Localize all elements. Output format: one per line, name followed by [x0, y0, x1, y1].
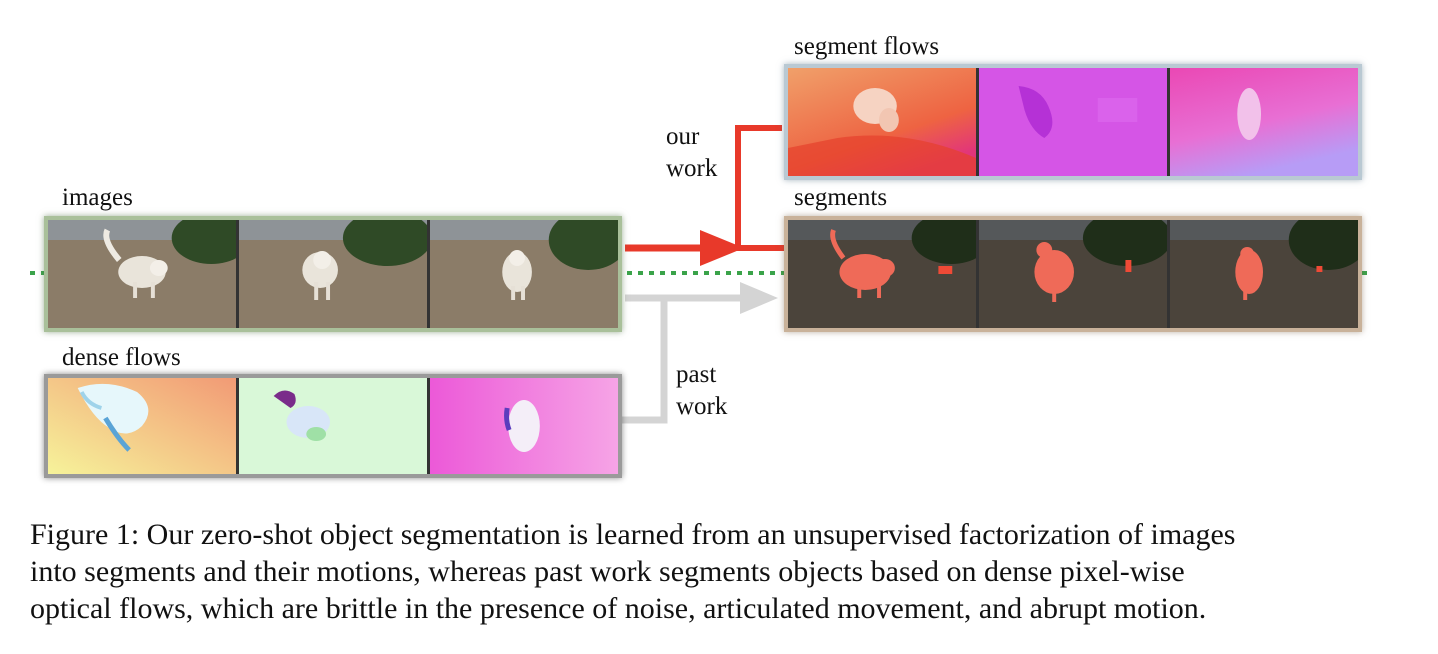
dense-flow-frame [427, 378, 618, 474]
segment-flow-frame [788, 68, 976, 176]
segment-flows-label: segment flows [794, 33, 940, 60]
figure-1: images dense flows segment flows segment… [30, 33, 1372, 478]
dense-flows-label: dense flows [62, 344, 181, 371]
image-frame [48, 220, 236, 328]
dotted-baseline [30, 125, 1372, 424]
caption-line: optical flows, which are brittle in the … [30, 592, 1207, 625]
past-work-label-line2: work [676, 393, 728, 420]
our-work-label-line2: work [666, 155, 718, 182]
dense-flow-frame [48, 378, 236, 474]
caption-line: into segments and their motions, whereas… [30, 555, 1185, 588]
segment-frame [976, 220, 1167, 328]
image-frame [427, 220, 618, 328]
segments-label: segments [794, 184, 888, 211]
our-work-label-line1: our [666, 123, 700, 150]
segment-flow-frame [1167, 68, 1358, 176]
past-work-label-line1: past [676, 361, 717, 388]
image-frame [236, 220, 427, 328]
dense-flow-frame [236, 378, 427, 474]
segments-strip [784, 216, 1362, 332]
caption-line: Figure 1: Our zero-shot object segmentat… [30, 518, 1236, 551]
images-label: images [62, 184, 133, 211]
segment-flow-frame [976, 68, 1167, 176]
figure-caption: Figure 1: Our zero-shot object segmentat… [30, 516, 1390, 627]
dense-flows-strip [44, 374, 622, 478]
images-strip [44, 216, 622, 332]
past-work-arrow [622, 282, 778, 424]
segment-flows-strip [784, 64, 1362, 180]
segment-frame [788, 220, 976, 328]
our-work-arrow [625, 125, 784, 266]
segment-frame [1167, 220, 1358, 328]
